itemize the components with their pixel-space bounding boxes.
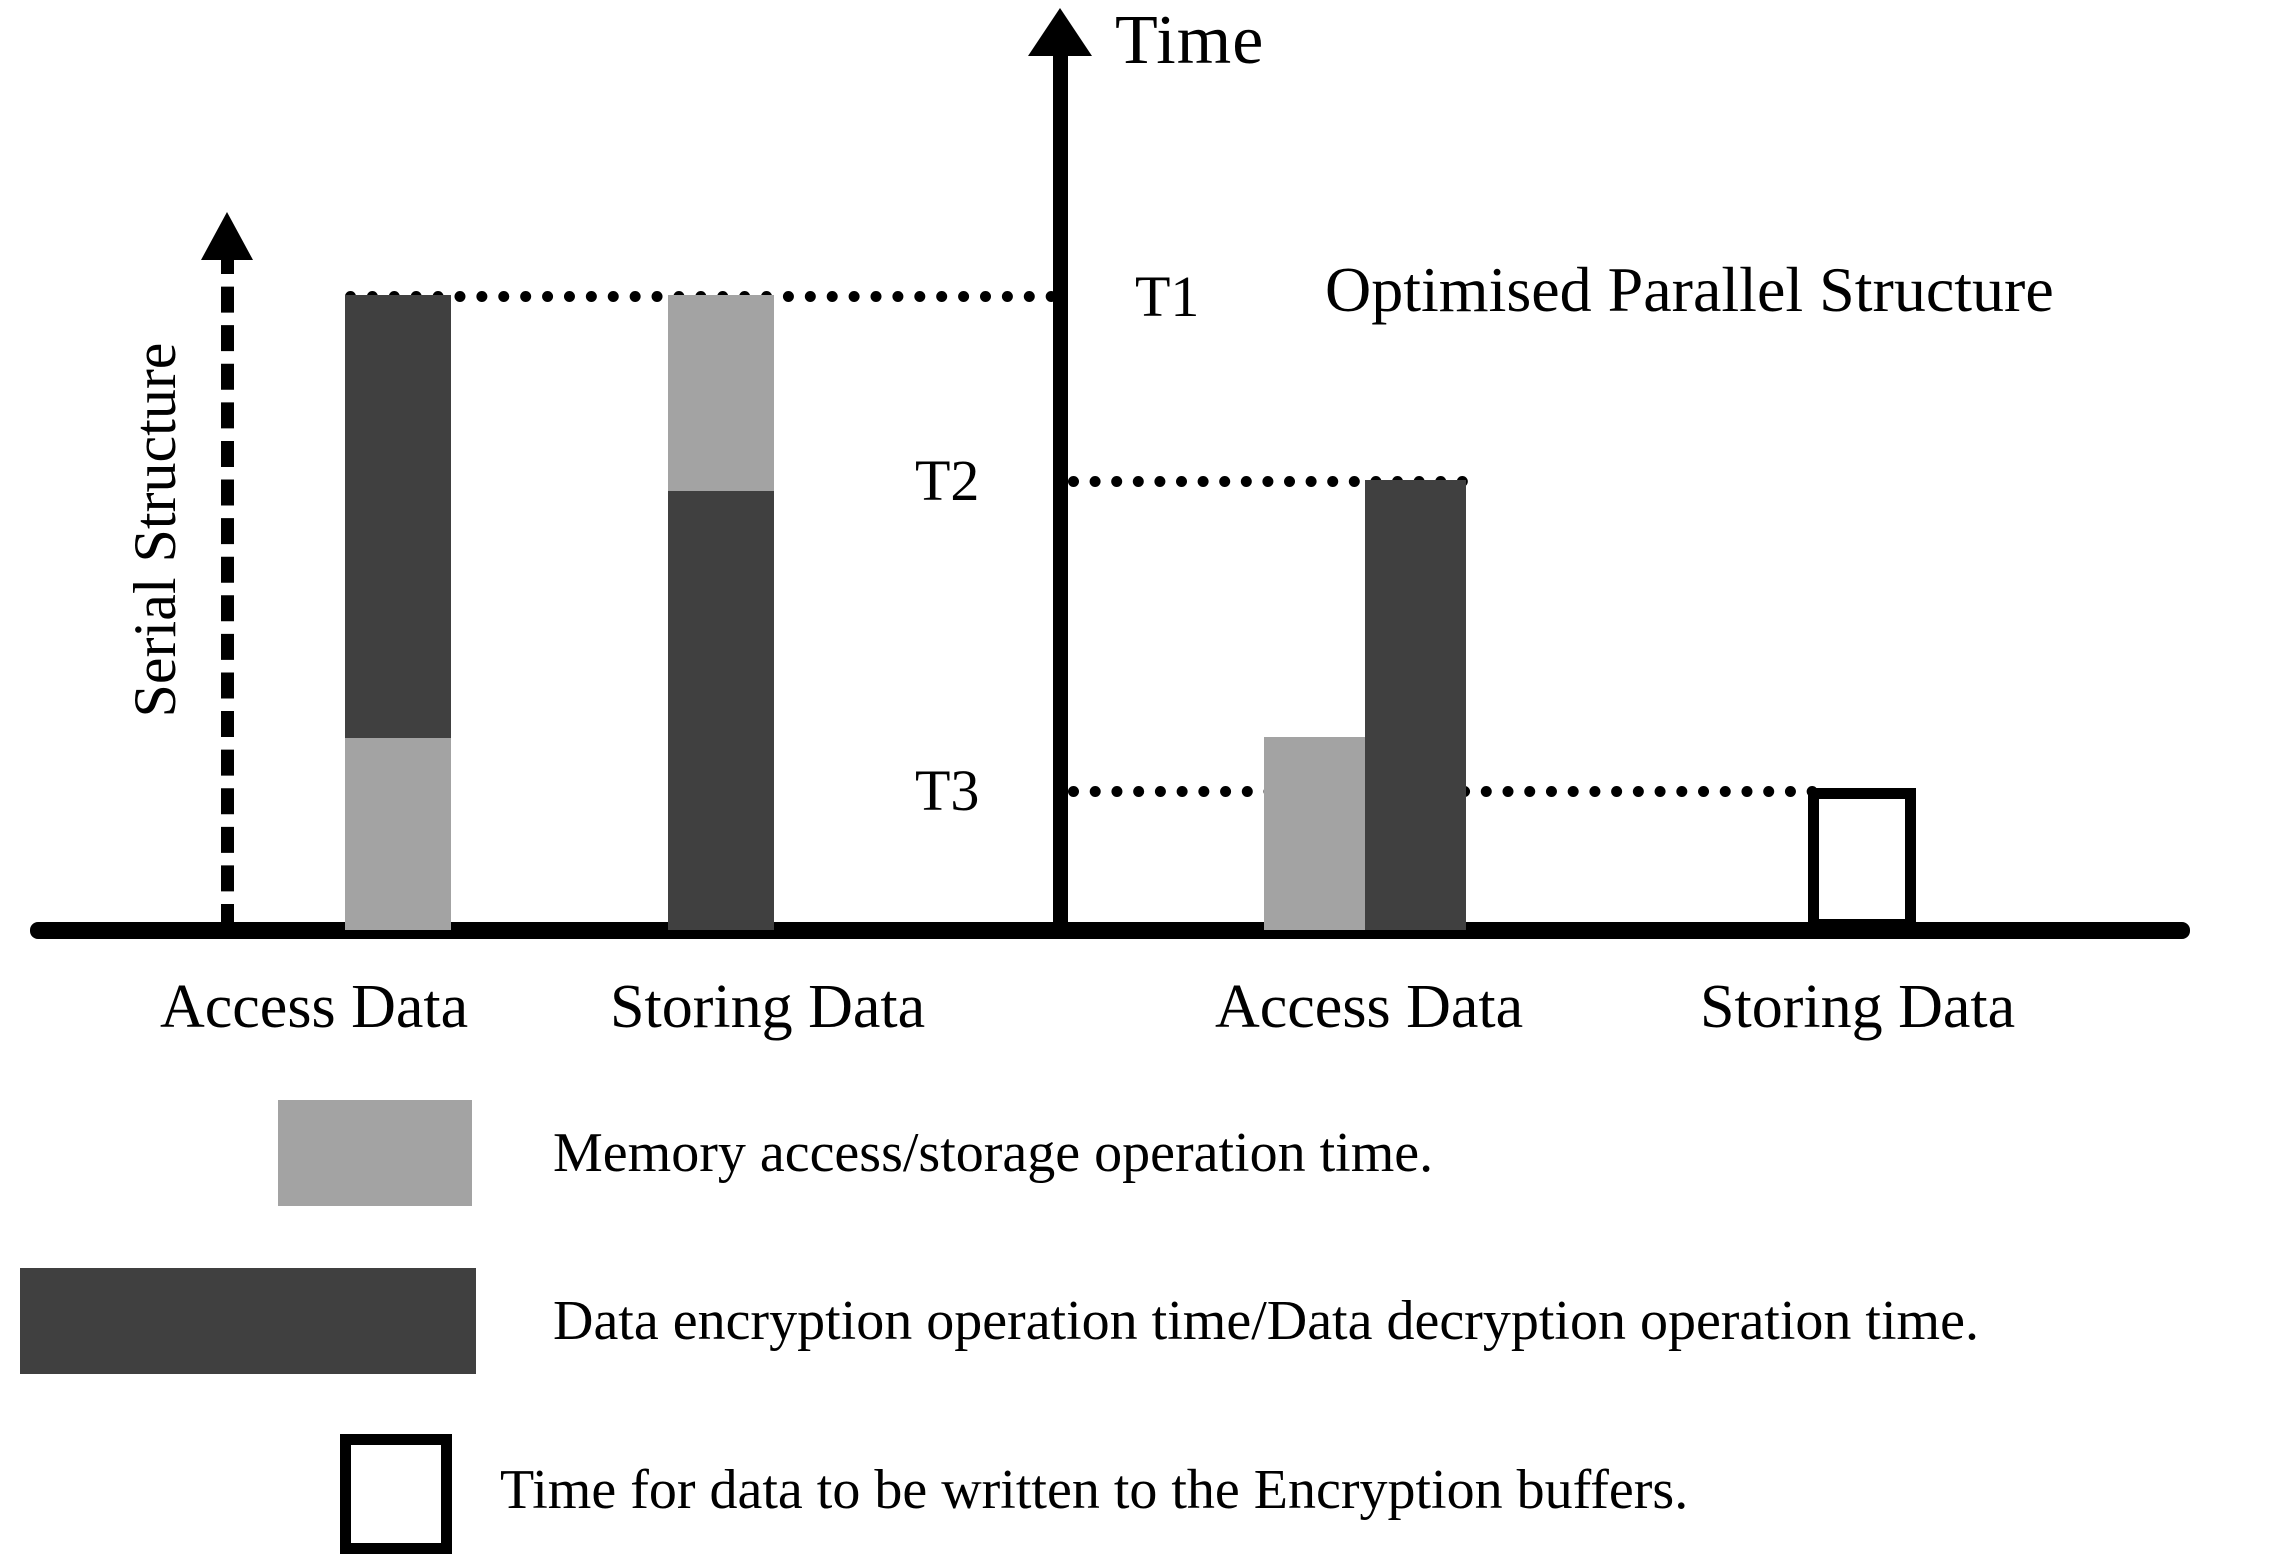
level-line-t2 xyxy=(1068,476,1468,487)
time-axis-label: Time xyxy=(1115,2,1265,79)
bar-parallel-access-memory-segment xyxy=(1264,737,1365,930)
legend-label-memory: Memory access/storage operation time. xyxy=(553,1122,1434,1184)
x-axis-baseline xyxy=(30,922,2190,939)
category-label-parallel-storing-data: Storing Data xyxy=(1700,973,2016,1041)
bar-serial-access-encryption-segment xyxy=(345,295,451,738)
level-label-t2: T2 xyxy=(915,448,980,513)
bar-serial-storing-encryption-segment xyxy=(668,491,774,930)
level-label-t1: T1 xyxy=(1135,264,1200,329)
serial-axis-dashed-line xyxy=(221,248,234,930)
optimised-parallel-structure-title: Optimised Parallel Structure xyxy=(1325,254,2054,325)
time-axis-line xyxy=(1053,44,1068,930)
serial-axis-arrow-icon xyxy=(201,212,253,260)
legend-swatch-memory xyxy=(278,1100,472,1206)
level-label-t3: T3 xyxy=(915,758,980,823)
category-label-serial-storing-data: Storing Data xyxy=(610,973,926,1041)
legend-label-encryption: Data encryption operation time/Data decr… xyxy=(553,1290,1979,1352)
bar-serial-storing-memory-segment xyxy=(668,295,774,491)
time-axis-arrow-icon xyxy=(1028,8,1092,56)
category-label-serial-access-data: Access Data xyxy=(160,973,469,1041)
serial-structure-label: Serial Structure xyxy=(122,342,188,718)
legend-swatch-encryption xyxy=(20,1268,476,1374)
bar-parallel-access-encryption-segment xyxy=(1365,480,1466,930)
bar-parallel-storing-buffer-segment xyxy=(1808,788,1916,930)
bar-serial-access-memory-segment xyxy=(345,738,451,930)
legend-swatch-buffer xyxy=(340,1434,452,1554)
category-label-parallel-access-data: Access Data xyxy=(1215,973,1524,1041)
legend-label-buffer: Time for data to be written to the Encry… xyxy=(500,1459,1689,1521)
